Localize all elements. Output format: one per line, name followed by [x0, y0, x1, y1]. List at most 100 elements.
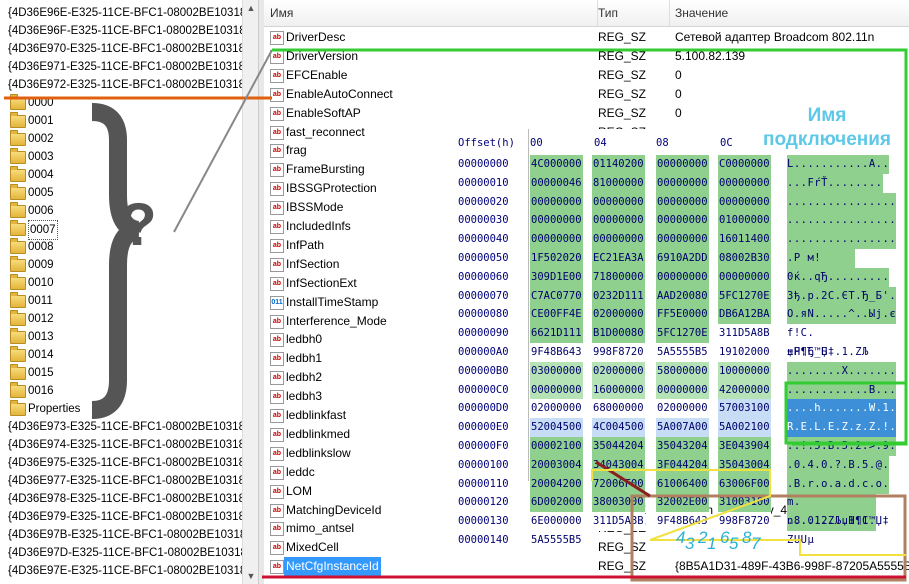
tree-item-label: 0010: [28, 277, 54, 289]
tree-item-key[interactable]: {4D36E973-E325-11CE-BFC1-08002BE10318}: [0, 418, 249, 436]
tree-item-key[interactable]: {4D36E97D-E325-11CE-BFC1-08002BE10318}: [0, 544, 251, 562]
hex-ascii: О.яN.....^..Ыj.є: [787, 305, 897, 325]
hex-col-00: 00: [530, 137, 543, 149]
hex-ascii: ................: [787, 192, 897, 212]
tree-item-folder[interactable]: 0012: [0, 310, 242, 328]
tree-item-folder[interactable]: 0006: [0, 202, 242, 220]
tree-item-key[interactable]: {4D36E974-E325-11CE-BFC1-08002BE10318}: [0, 436, 249, 454]
column-type[interactable]: Тип: [592, 0, 670, 26]
scroll-down-arrow-icon[interactable]: ▼: [246, 571, 256, 581]
tree-item-key[interactable]: {4D36E971-E325-11CE-BFC1-08002BE10318}: [0, 58, 249, 76]
tree-item-folder[interactable]: 0011: [0, 292, 242, 310]
tree-item-folder[interactable]: 0001: [0, 112, 242, 130]
tree-item-key[interactable]: {4D36E977-E325-11CE-BFC1-08002BE10318}: [0, 472, 249, 490]
tree-item-key[interactable]: {4D36E97E-E325-11CE-BFC1-08002BE10318}: [0, 562, 250, 580]
tree-item-folder[interactable]: Properties: [0, 400, 242, 418]
tree-item-folder[interactable]: 0015: [0, 364, 242, 382]
hex-offset: 00000140: [458, 534, 509, 546]
hex-byte-group: 5A5555B5: [656, 343, 709, 362]
tree-item-key[interactable]: {4D36E970-E325-11CE-BFC1-08002BE10318}: [0, 40, 249, 58]
tree-item-label: Properties: [28, 403, 81, 415]
registry-tree[interactable]: {4D36E96E-E325-11CE-BFC1-08002BE10318}{4…: [0, 0, 258, 584]
value-name: InstallTimeStamp: [286, 294, 379, 309]
folder-icon: [10, 130, 26, 146]
tree-item-key[interactable]: {4D36E972-E325-11CE-BFC1-08002BE10318}: [0, 76, 249, 94]
tree-item-key[interactable]: {4D36E96E-E325-11CE-BFC1-08002BE10318}: [0, 4, 250, 22]
folder-icon: [10, 292, 26, 308]
column-value[interactable]: Значение: [675, 6, 729, 20]
hex-byte-group: 311D5A8B: [718, 324, 771, 344]
tree-item-folder[interactable]: 0004: [0, 166, 242, 184]
tree-item-folder[interactable]: 0005: [0, 184, 242, 202]
tree-item-folder[interactable]: 0016: [0, 382, 242, 400]
value-data: Сетевой адаптер Broadcom 802.11n: [675, 30, 875, 44]
tree-item-folder[interactable]: 0013: [0, 328, 242, 346]
string-value-icon: ab: [270, 465, 284, 480]
hex-byte-group: CE00FF4E: [530, 305, 583, 325]
tree-item-key[interactable]: {4D36E978-E325-11CE-BFC1-08002BE10318}: [0, 490, 249, 508]
folder-icon: [10, 364, 26, 380]
value-data: 0: [675, 86, 682, 101]
tree-item-label: {4D36E977-E325-11CE-BFC1-08002BE10318}: [8, 475, 249, 487]
hex-byte-group: 00000000: [718, 173, 771, 193]
hex-ascii: ................: [787, 211, 897, 231]
value-name: DriverVersion: [286, 48, 359, 63]
tree-item-key[interactable]: {4D36E975-E325-11CE-BFC1-08002BE10318}: [0, 454, 249, 472]
tree-item-key[interactable]: {4D36E96F-E325-11CE-BFC1-08002BE10318}: [0, 22, 249, 40]
tree-item-label: {4D36E974-E325-11CE-BFC1-08002BE10318}: [8, 439, 249, 451]
string-value-icon: ab: [270, 201, 284, 216]
tree-item-folder[interactable]: 0002: [0, 130, 242, 148]
hex-byte-group: 02000000: [592, 305, 645, 325]
order-digit: 1: [707, 534, 717, 553]
hex-byte-group: 1F502020: [530, 249, 583, 268]
hex-byte-group: 16011400: [718, 230, 771, 250]
hex-byte-group: B1D00080: [592, 324, 645, 344]
column-header: Имя Тип Значение: [264, 0, 909, 27]
tree-item-label: 0007: [28, 220, 58, 240]
hex-divider: [528, 129, 529, 481]
value-name: EFCEnable: [286, 67, 348, 82]
hex-byte-group: 35043204: [656, 437, 709, 456]
column-name[interactable]: Имя: [264, 0, 598, 26]
scroll-up-arrow-icon[interactable]: ▲: [246, 3, 256, 13]
folder-icon: [10, 238, 26, 254]
tree-item-folder[interactable]: 0009: [0, 256, 242, 274]
hex-byte-group: DB6A12BA: [718, 305, 771, 325]
hex-byte-group: 31003100: [718, 493, 771, 513]
tree-item-folder[interactable]: 0003: [0, 148, 242, 166]
tree-item-folder[interactable]: 0000: [0, 94, 242, 112]
string-value-icon: ab: [270, 163, 284, 178]
hex-byte-group: 57003100: [718, 399, 771, 419]
hex-ascii: .B.r.o.a.d.c.o.: [787, 474, 890, 494]
hex-ascii: ...FŕŤ........: [787, 173, 883, 193]
tree-item-folder[interactable]: 0008: [0, 238, 242, 256]
hex-ascii: ................: [787, 230, 897, 250]
hex-byte-group: FF5E0000: [656, 305, 709, 325]
tree-item-key[interactable]: {4D36E979-E325-11CE-BFC1-08002BE10318}: [0, 508, 249, 526]
tree-item-folder[interactable]: 0007: [0, 220, 242, 240]
folder-icon: [10, 310, 26, 326]
order-digit: 8: [742, 528, 752, 547]
tree-item-folder[interactable]: 0010: [0, 274, 242, 292]
order-digit: 6: [720, 528, 730, 547]
tree-item-key[interactable]: {4D36E97B-E325-11CE-BFC1-08002BE10318}: [0, 526, 250, 544]
hex-byte-group: 42000000: [718, 380, 771, 400]
hex-col-08: 08: [656, 137, 669, 149]
hex-byte-group: 52004500: [530, 418, 583, 438]
folder-icon: [10, 382, 26, 398]
hex-byte-group: 35044204: [592, 437, 645, 456]
order-digit: 4: [676, 528, 686, 547]
tree-item-folder[interactable]: 0014: [0, 346, 242, 364]
tree-item-label: {4D36E971-E325-11CE-BFC1-08002BE10318}: [8, 61, 249, 73]
hex-byte-group: 35043004: [718, 455, 771, 475]
tree-scrollbar[interactable]: ▲ ▼: [242, 0, 259, 584]
string-value-icon: ab: [270, 333, 284, 348]
hex-byte-group: 311D5A8B: [592, 512, 645, 532]
